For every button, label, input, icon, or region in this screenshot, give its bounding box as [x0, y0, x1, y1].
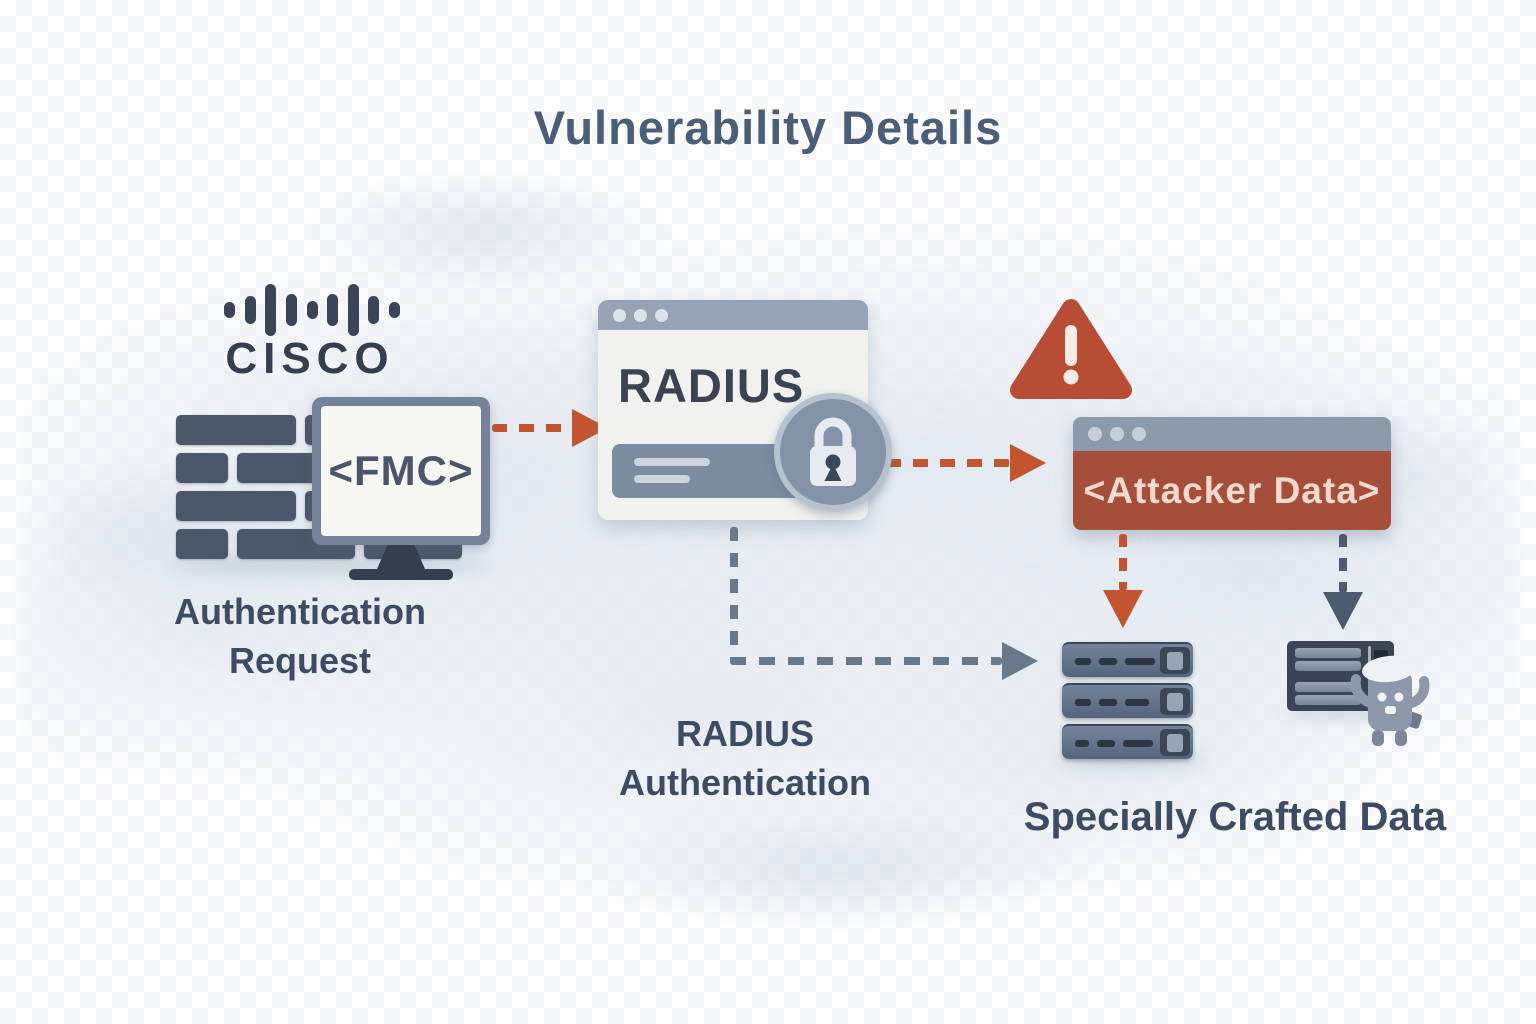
attacker-data-label: <Attacker Data>	[1083, 469, 1381, 511]
attacker-window: <Attacker Data>	[1073, 417, 1391, 530]
content-line	[634, 458, 710, 466]
server-unit	[1062, 683, 1193, 718]
logo-bar	[224, 302, 235, 318]
radius-auth-label: RADIUS Authentication	[565, 709, 925, 807]
padlock-icon	[810, 417, 856, 486]
server-drive-bay	[1160, 688, 1190, 715]
logo-bar	[244, 296, 256, 324]
warning-triangle-icon	[1010, 299, 1132, 399]
radius-auth-line1: RADIUS	[675, 713, 814, 754]
logo-bar	[347, 284, 359, 336]
logo-bar	[327, 294, 339, 326]
monitor-screen: <FMC>	[321, 406, 481, 536]
padlock-badge	[774, 393, 892, 511]
attacker-window-body: <Attacker Data>	[1073, 451, 1391, 530]
bug-mascot-icon	[1350, 655, 1430, 746]
fmc-screen-label: <FMC>	[328, 447, 474, 494]
radius-window-titlebar	[598, 300, 868, 330]
brick	[176, 529, 228, 559]
page-title: Vulnerability Details	[533, 101, 1003, 154]
window-dot-icon	[1088, 427, 1102, 441]
auth-request-line1: Authentication	[174, 591, 426, 632]
monitor-stand-base	[349, 569, 453, 580]
logo-bar	[265, 284, 277, 336]
server-port	[1374, 650, 1388, 659]
brick	[176, 453, 228, 483]
server-stack-icon	[1062, 642, 1193, 759]
specially-crafted-label: Specially Crafted Data	[1023, 795, 1447, 839]
window-dot-icon	[613, 308, 626, 322]
attacker-window-titlebar	[1073, 417, 1391, 451]
window-dot-icon	[655, 308, 668, 322]
content-line	[634, 475, 690, 483]
radius-window-title: RADIUS	[618, 359, 805, 412]
brick	[176, 415, 296, 445]
window-dot-icon	[1110, 427, 1124, 441]
logo-bar	[285, 294, 297, 326]
logo-bar	[368, 296, 380, 324]
window-dot-icon	[634, 308, 647, 322]
cisco-bridge-logo-icon	[224, 282, 400, 338]
logo-bar	[389, 302, 400, 318]
cisco-wordmark: CISCO	[225, 334, 395, 383]
server-drive-bay	[1160, 729, 1190, 756]
monitor-icon: <FMC>	[312, 397, 490, 545]
radius-auth-line2: Authentication	[619, 762, 871, 803]
brick	[176, 491, 296, 521]
auth-request-line2: Request	[228, 640, 372, 681]
window-dot-icon	[1132, 427, 1146, 441]
server-drive-bay	[1160, 647, 1190, 674]
server-unit	[1062, 642, 1193, 677]
logo-bar	[306, 301, 318, 319]
server-unit	[1062, 724, 1193, 759]
auth-request-label: Authentication Request	[110, 587, 490, 685]
